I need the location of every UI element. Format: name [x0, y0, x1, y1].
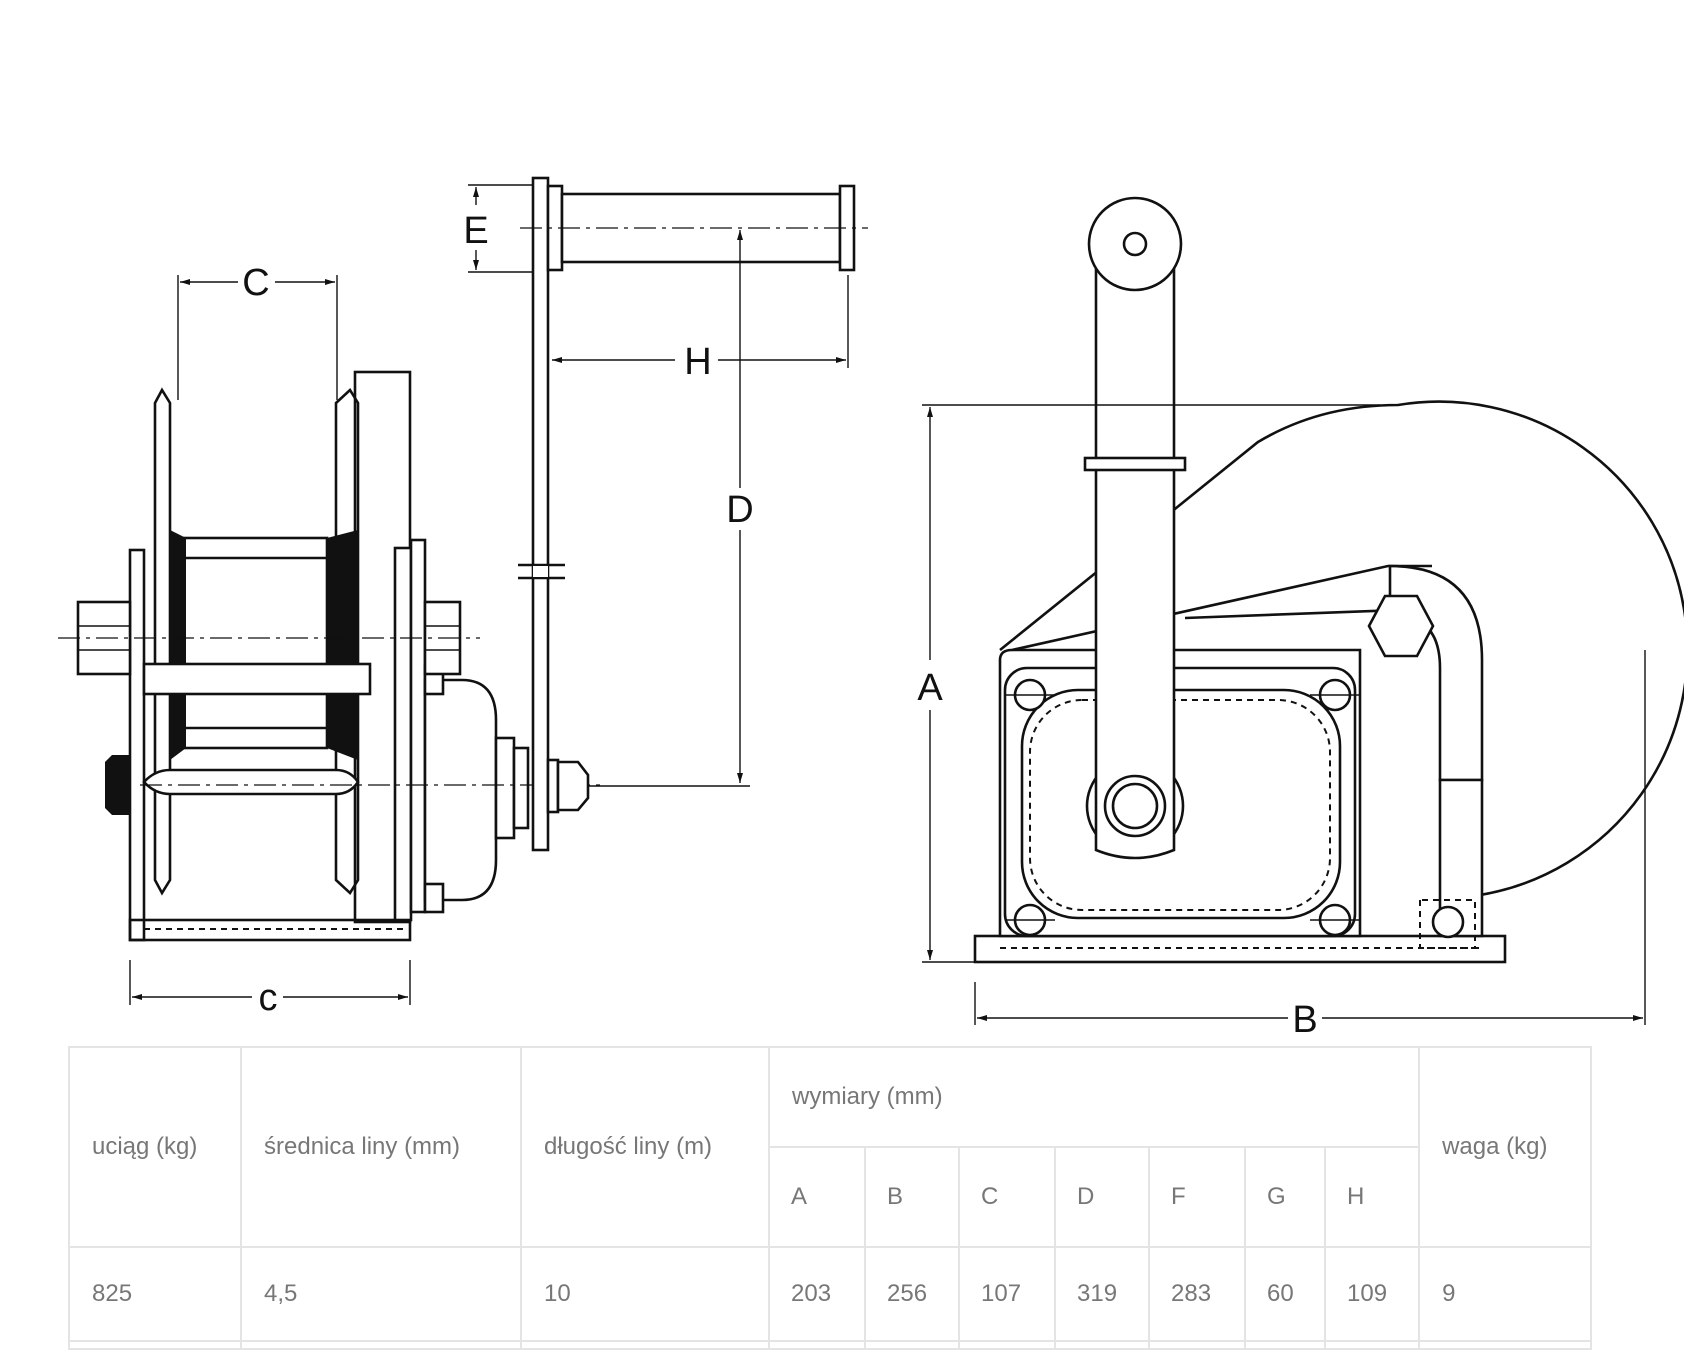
cell-uciag: 825	[68, 1246, 242, 1342]
header-dim-G: G	[1244, 1146, 1326, 1248]
cell-dim-D: 319	[1054, 1246, 1150, 1342]
cell-dim-A: 203	[768, 1246, 866, 1342]
header-dim-D: D	[1054, 1146, 1150, 1248]
dim-label-B: B	[1292, 999, 1317, 1040]
header-uciag: uciąg (kg)	[68, 1046, 242, 1248]
header-waga: waga (kg)	[1418, 1046, 1593, 1248]
dim-label-H: H	[684, 341, 711, 383]
cell-dim-H: 109	[1323, 1246, 1421, 1342]
header-srednica-liny: średnica liny (mm)	[240, 1046, 522, 1248]
header-wymiary: wymiary (mm)	[767, 1046, 1421, 1148]
crank-side-view: E H D	[463, 176, 868, 852]
side-view: A B	[917, 196, 1684, 1040]
cell-dim-B: 256	[864, 1246, 960, 1342]
front-view: C c	[58, 262, 600, 1019]
dim-label-E: E	[463, 210, 488, 252]
header-dim-F: F	[1148, 1146, 1246, 1248]
dim-label-D: D	[726, 489, 753, 531]
header-dim-C: C	[958, 1146, 1056, 1248]
cell-srednica-liny: 4,5	[240, 1246, 522, 1342]
header-dim-A: A	[768, 1146, 866, 1248]
header-dlugosc-liny: długość liny (m)	[520, 1046, 770, 1248]
cell-dim-G: 60	[1244, 1246, 1326, 1342]
dim-label-c: c	[259, 977, 278, 1019]
header-dim-H: H	[1323, 1146, 1421, 1248]
cell-dim-C: 107	[958, 1246, 1056, 1342]
cell-dlugosc-liny: 10	[520, 1246, 770, 1342]
winch-technical-drawing: C c E H D	[58, 176, 1684, 1040]
dim-label-C: C	[242, 262, 269, 304]
cell-waga: 9	[1418, 1246, 1593, 1342]
header-dim-B: B	[864, 1146, 960, 1248]
table-row: 825 4,5 10 203 256 107 319 283 60 109 9	[68, 1246, 1593, 1342]
dim-label-A: A	[917, 667, 943, 709]
spec-table: uciąg (kg) średnica liny (mm) długość li…	[68, 1046, 1593, 1350]
cell-dim-F: 283	[1148, 1246, 1246, 1342]
